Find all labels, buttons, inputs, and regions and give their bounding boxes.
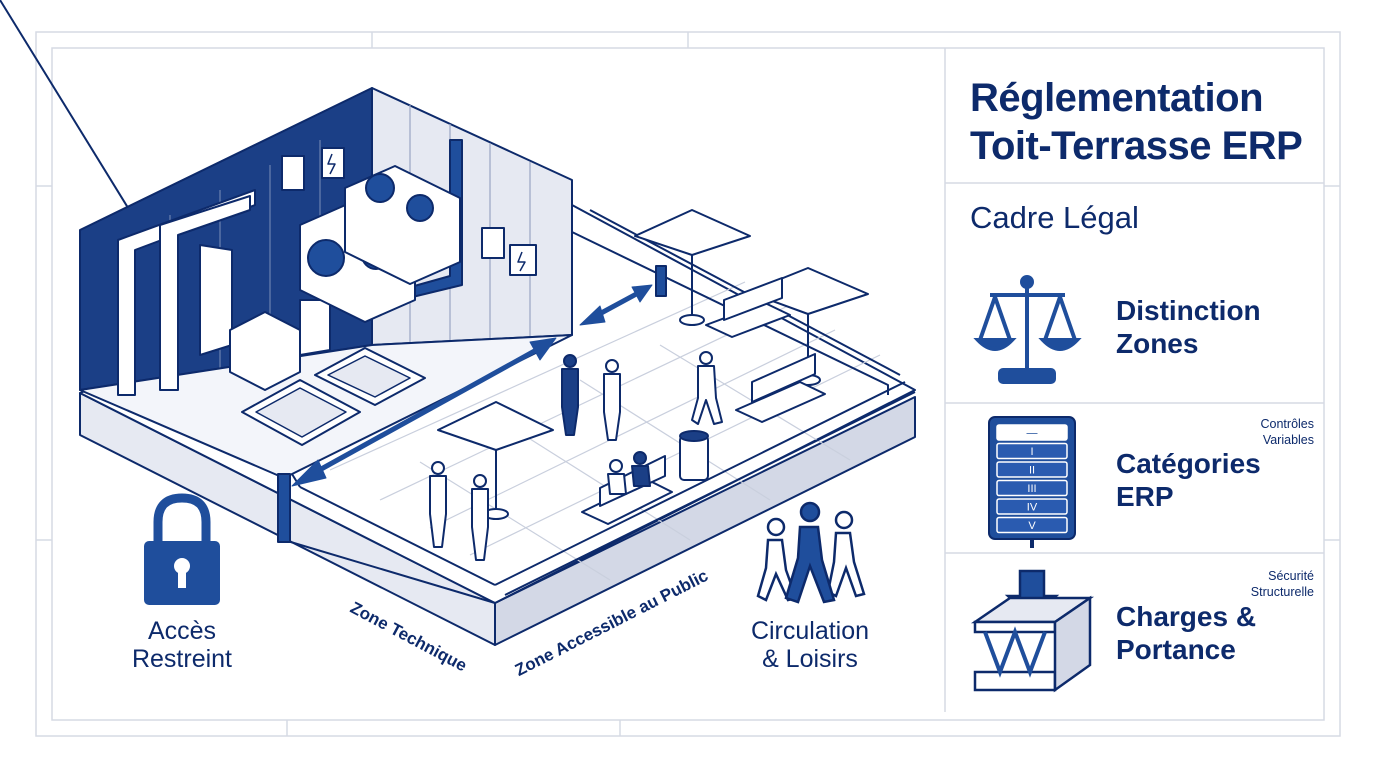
subtitle: Cadre Légal: [970, 200, 1139, 235]
card-note-line-2: Structurelle: [1250, 585, 1314, 599]
category-level-label: —: [1027, 428, 1038, 440]
circulation-line-2: & Loisirs: [762, 645, 858, 673]
category-level-box: [996, 479, 1068, 497]
category-level-label: I: [1030, 446, 1033, 458]
page-title: Réglementation Toit-Terrasse ERP: [970, 74, 1350, 170]
outer-frame: [35, 31, 1341, 737]
card-title-line-2: Portance: [1116, 634, 1236, 665]
category-level-box: [996, 442, 1068, 460]
card-title-line-1: Distinction: [1116, 295, 1261, 326]
card-note-charges: Sécurité Structurelle: [1251, 568, 1314, 600]
rooftop-scene: [0, 0, 916, 646]
title-line-2: Toit-Terrasse ERP: [970, 124, 1303, 168]
category-level-box: [996, 461, 1068, 478]
padlock-icon: [144, 493, 220, 605]
walking-people-icon: [756, 501, 866, 604]
card-title-line-1: Catégories: [1116, 448, 1261, 479]
card-note-line-1: Contrôles: [1260, 417, 1315, 431]
card-title-charges: Charges & Portance: [1116, 600, 1356, 666]
card-title-line-1: Charges &: [1116, 601, 1257, 632]
card-note-categories: Contrôles Variables: [1261, 416, 1315, 448]
card-title-zones: Distinction Zones: [1116, 294, 1356, 360]
card-note-line-1: Sécurité: [1268, 569, 1314, 583]
load-beam-icon: [970, 569, 1095, 693]
category-level-box: [996, 498, 1068, 515]
card-note-line-2: Variables: [1262, 433, 1314, 447]
circulation-line-1: Circulation: [750, 617, 870, 645]
restricted-line-1: Accès: [147, 617, 217, 645]
category-level-label: V: [1028, 520, 1036, 532]
category-level-label: II: [1029, 465, 1035, 477]
card-title-line-2: ERP: [1116, 481, 1174, 512]
card-title-line-2: Zones: [1116, 328, 1199, 359]
category-level-label: IV: [1027, 502, 1038, 514]
title-line-1: Réglementation: [970, 76, 1264, 120]
scales-icon: [973, 275, 1082, 384]
circulation-label: Circulation & Loisirs: [735, 617, 885, 673]
restricted-line-2: Restreint: [131, 645, 233, 673]
restricted-access-label: Accès Restreint: [112, 617, 252, 673]
card-title-categories: Catégories ERP: [1116, 447, 1356, 513]
category-level-box: [996, 424, 1068, 441]
category-level-box: [996, 516, 1068, 534]
category-level-label: III: [1027, 483, 1036, 495]
